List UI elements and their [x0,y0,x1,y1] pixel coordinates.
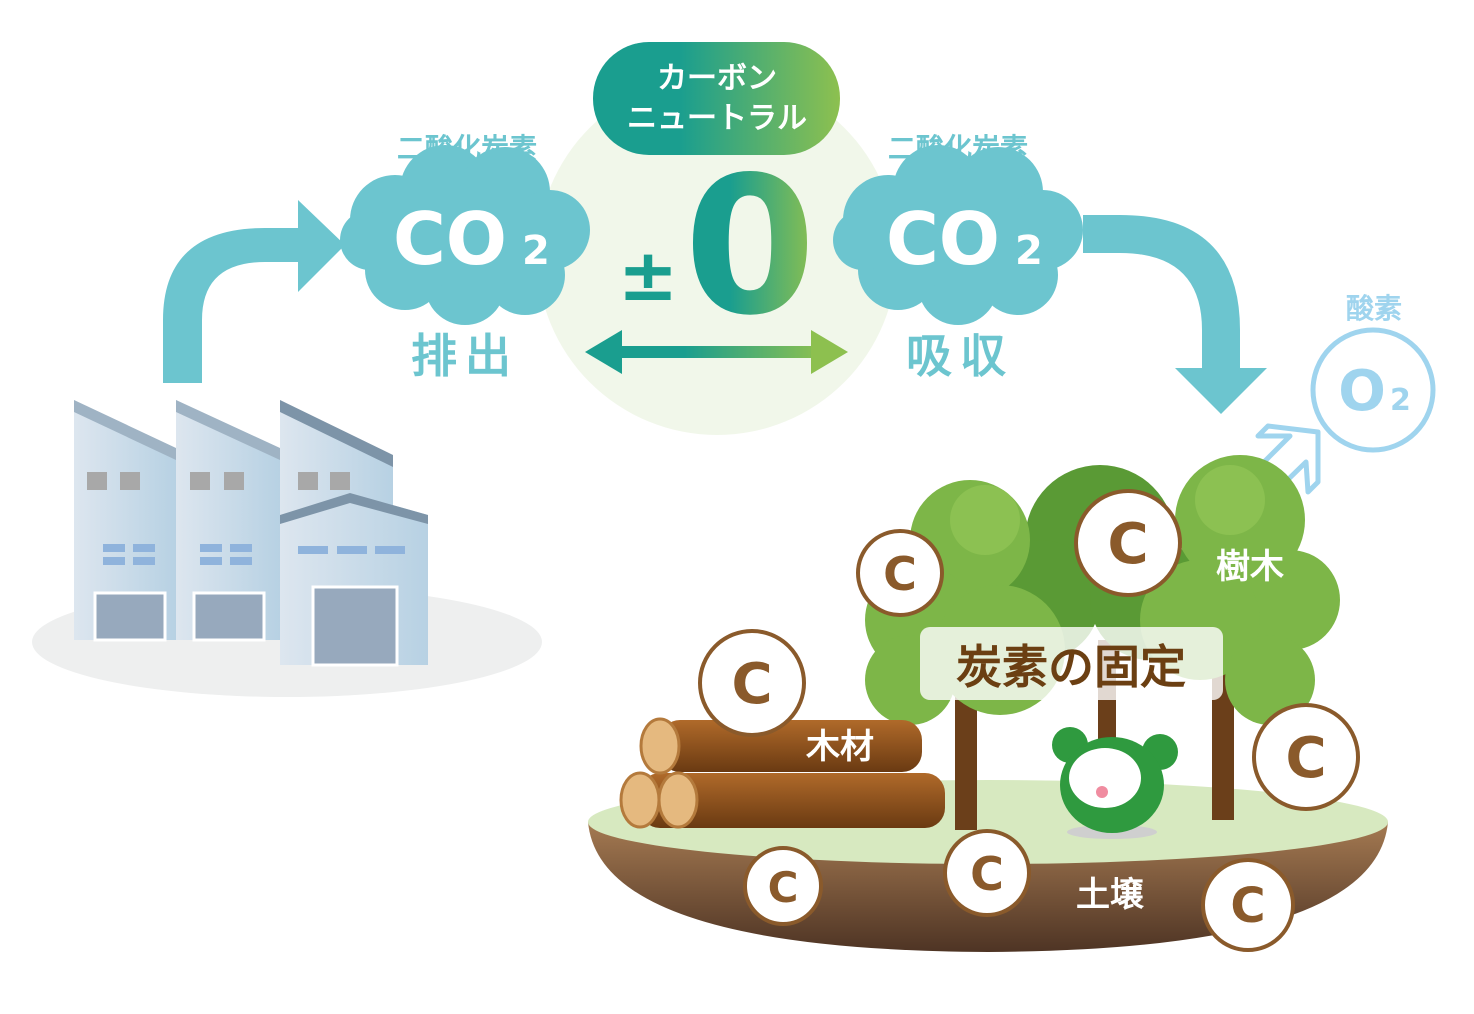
co2-subscript: 2 [522,228,550,274]
svg-text:C: C [1107,512,1148,577]
carbon-circle: C [1074,489,1182,597]
carbon-fixation-box: 炭素の固定 [920,627,1223,700]
svg-text:C: C [1285,726,1326,791]
o2-formula: O [1338,359,1386,424]
svg-text:C: C [970,847,1004,901]
svg-text:C: C [731,652,772,717]
carbon-circle: C [1201,858,1295,952]
carbon-circle: C [1252,703,1360,811]
absorption-group: 二酸化炭素 CO 2 吸収 [833,132,1083,383]
oxygen-caption: 酸素 [1346,292,1402,325]
svg-text:C: C [768,863,799,912]
pill-line2: ニュートラル [627,101,807,136]
carbon-circle: C [698,629,806,737]
carbon-circle: C [743,846,823,926]
emission-label: 排出 [411,329,519,383]
carbon-circle: C [856,529,944,617]
svg-text:C: C [883,547,917,601]
soil-label: 土壌 [1076,875,1144,915]
double-arrow-icon [585,330,848,374]
carbon-markers: C C C C C C C [698,489,1360,952]
svg-text:C: C [1230,878,1265,934]
mascot-character [1052,727,1178,839]
balance-halo [537,75,897,435]
pill-line1: カーボン [657,61,777,96]
trees-label: 樹木 [1216,547,1284,587]
carbon-neutral-pill: カーボン ニュートラル [593,42,840,155]
co2-subscript: 2 [1015,228,1043,274]
o2-subscript: 2 [1390,383,1411,418]
carbon-fixation-label: 炭素の固定 [956,640,1186,694]
factory-illustration [32,400,542,697]
zero-value: 0 [684,136,816,357]
plus-minus-sign: ± [618,233,678,317]
carbon-circle: C [943,829,1031,917]
co2-formula: CO [393,197,507,281]
emission-arrow-icon [163,200,345,383]
emission-group: 二酸化炭素 CO 2 排出 [340,132,590,383]
co2-formula: CO [886,197,1000,281]
oxygen-group: 酸素 O 2 [1241,292,1436,508]
logs-illustration [619,717,945,829]
absorption-label: 吸収 [906,329,1014,383]
absorption-arrow-icon [1083,215,1267,414]
wood-label: 木材 [805,727,874,767]
